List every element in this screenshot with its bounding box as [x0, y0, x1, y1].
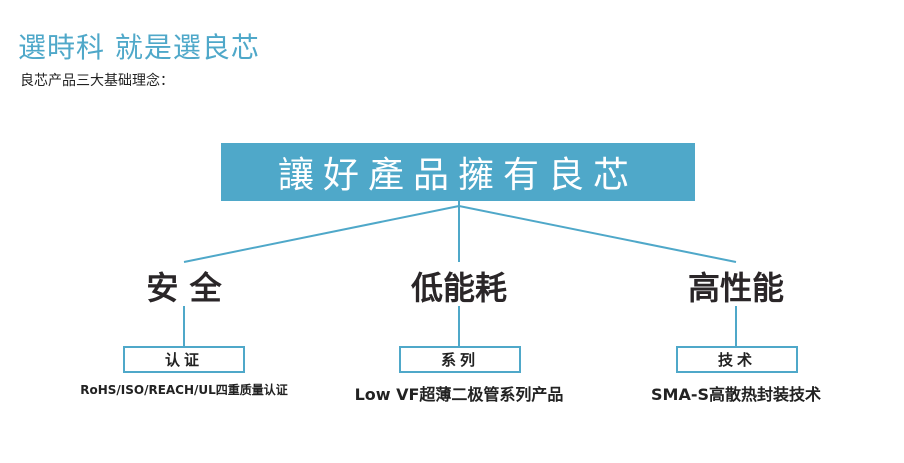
pillar-low-power-tag: 系列: [399, 346, 521, 373]
pillar-safety-tag: 认证: [123, 346, 245, 373]
pillar-safety-description: RoHS/ISO/REACH/UL四重质量认证: [80, 383, 288, 397]
pillar-low-power-title: 低能耗: [410, 269, 507, 307]
page-heading: 選時科 就是選良芯: [18, 31, 260, 64]
core-banner: 讓好產品擁有良芯: [221, 143, 695, 201]
pillar-performance-description: SMA-S高散热封装技术: [651, 385, 821, 404]
connector-to-safety: [183, 205, 460, 263]
pillar-low-power-description: Low VF超薄二极管系列产品: [354, 385, 564, 404]
pillar-performance-tag: 技术: [676, 346, 798, 373]
pillar-performance-title: 高性能: [687, 269, 784, 307]
connector-to-performance: [458, 205, 737, 263]
page-subheading: 良芯产品三大基础理念：: [20, 73, 174, 89]
pillar-safety-title: 安 全: [146, 269, 222, 307]
